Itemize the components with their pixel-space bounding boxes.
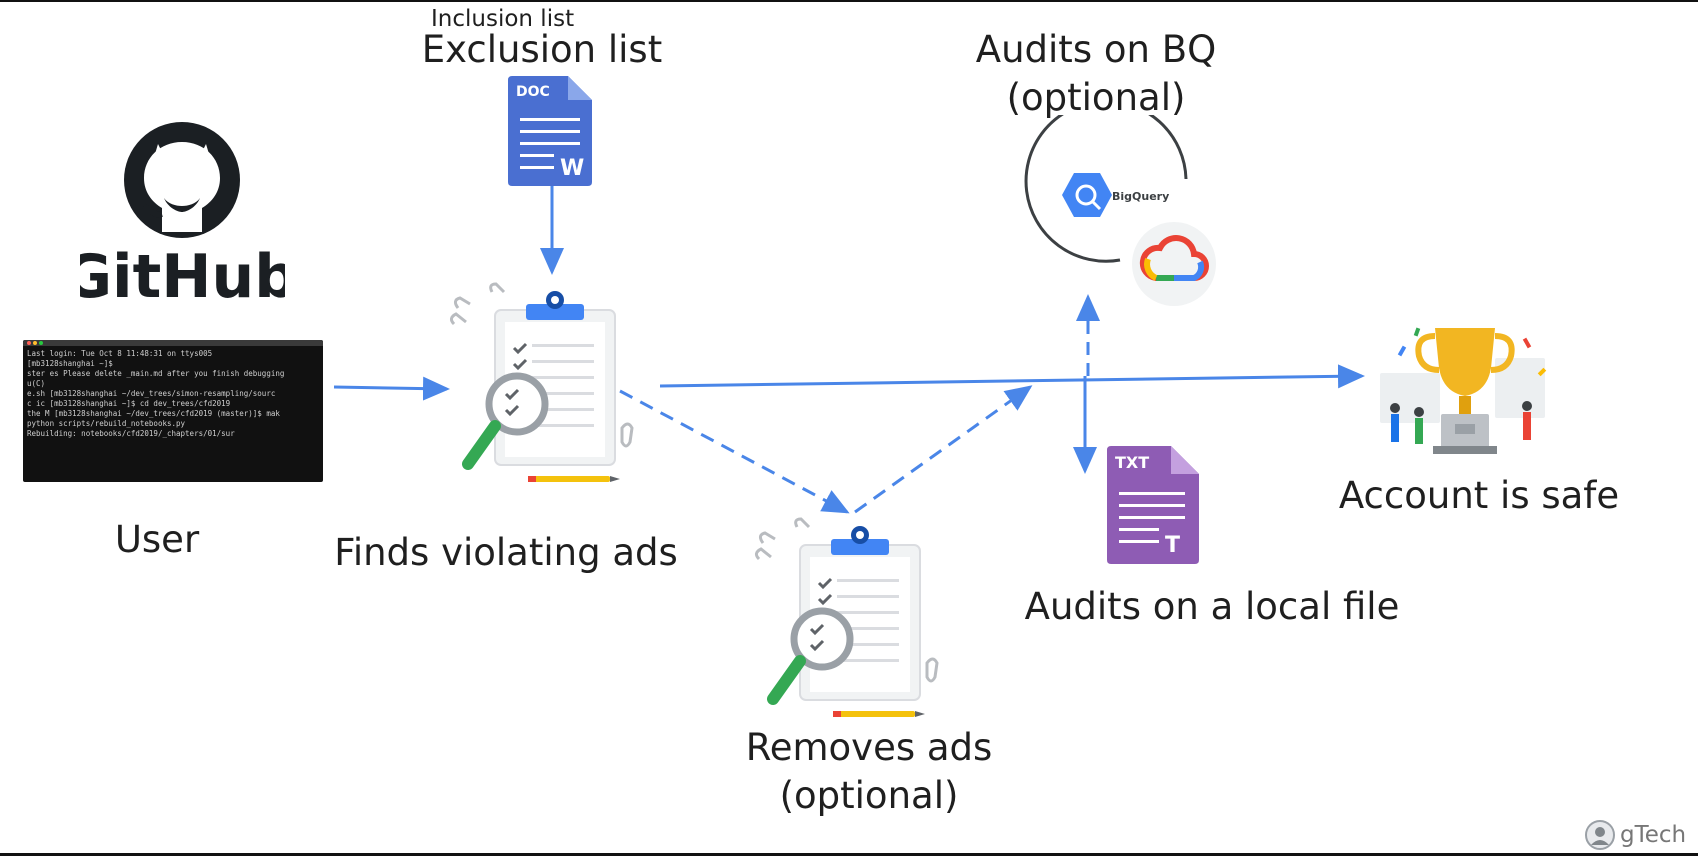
arrow-finds-to-safe (659, 364, 1365, 389)
terminal-screenshot: Last login: Tue Oct 8 11:48:31 on ttys00… (23, 340, 323, 482)
txt-tag: TXT (1115, 453, 1149, 472)
github-logo: GitHub (80, 122, 285, 310)
user-label: User (114, 518, 200, 561)
bigquery-label: BigQuery (1112, 190, 1169, 203)
removes-ads-optional-label: (optional) (779, 774, 959, 817)
finds-violating-ads-label: Finds violating ads (334, 531, 678, 574)
arrow-finds-to-removes (619, 389, 850, 514)
terminal-line: [mb3128shanghai ~]$ (27, 359, 113, 368)
doc-tag: DOC (516, 84, 550, 100)
audits-local-file-label: Audits on a local file (1024, 585, 1400, 628)
doc-file-icon: DOC W (508, 76, 592, 186)
user-avatar-icon (1585, 820, 1615, 850)
removes-ads-label: Removes ads (745, 726, 993, 769)
txt-file-icon: TXT T (1107, 446, 1199, 564)
terminal-line: Rebuilding: notebooks/cfd2019/_chapters/… (27, 429, 235, 438)
bottom-border (0, 853, 1698, 856)
arrow-user-to-finds (333, 376, 450, 401)
inclusion-list-label: Inclusion list (431, 6, 575, 32)
terminal-line: python scripts/rebuild_notebooks.py (27, 419, 186, 428)
audits-bq-optional-label: (optional) (1006, 76, 1186, 119)
top-border (0, 0, 1698, 2)
terminal-line: ster es Please delete _main.md after you… (27, 369, 285, 378)
txt-letter: T (1165, 533, 1180, 558)
terminal-line: e.sh [mb3128shanghai ~/dev_trees/simon-r… (27, 389, 276, 398)
clipboard-magnifier-icon-removes (754, 517, 939, 717)
arrow-removes-to-audits (854, 385, 1033, 514)
terminal-line: u(C) (27, 379, 46, 388)
terminal-line: Last login: Tue Oct 8 11:48:31 on ttys00… (27, 349, 213, 358)
terminal-line: the M [mb3128shanghai ~/dev_trees/cfd201… (27, 409, 280, 418)
gtech-watermark: gTech (1585, 820, 1686, 850)
clipboard-magnifier-icon (449, 282, 634, 482)
terminal-line: c ic [mb3128shanghai ~]$ cd dev_trees/cf… (27, 399, 231, 408)
watermark-text: gTech (1620, 822, 1687, 848)
doc-letter: W (560, 156, 584, 181)
audits-bq-label: Audits on BQ (975, 28, 1217, 71)
trophy-icon (1380, 327, 1547, 454)
bigquery-icon: BigQuery (1024, 115, 1216, 306)
github-wordmark: GitHub (80, 242, 285, 310)
exclusion-list-label: Exclusion list (421, 28, 663, 71)
account-is-safe-label: Account is safe (1338, 474, 1620, 517)
